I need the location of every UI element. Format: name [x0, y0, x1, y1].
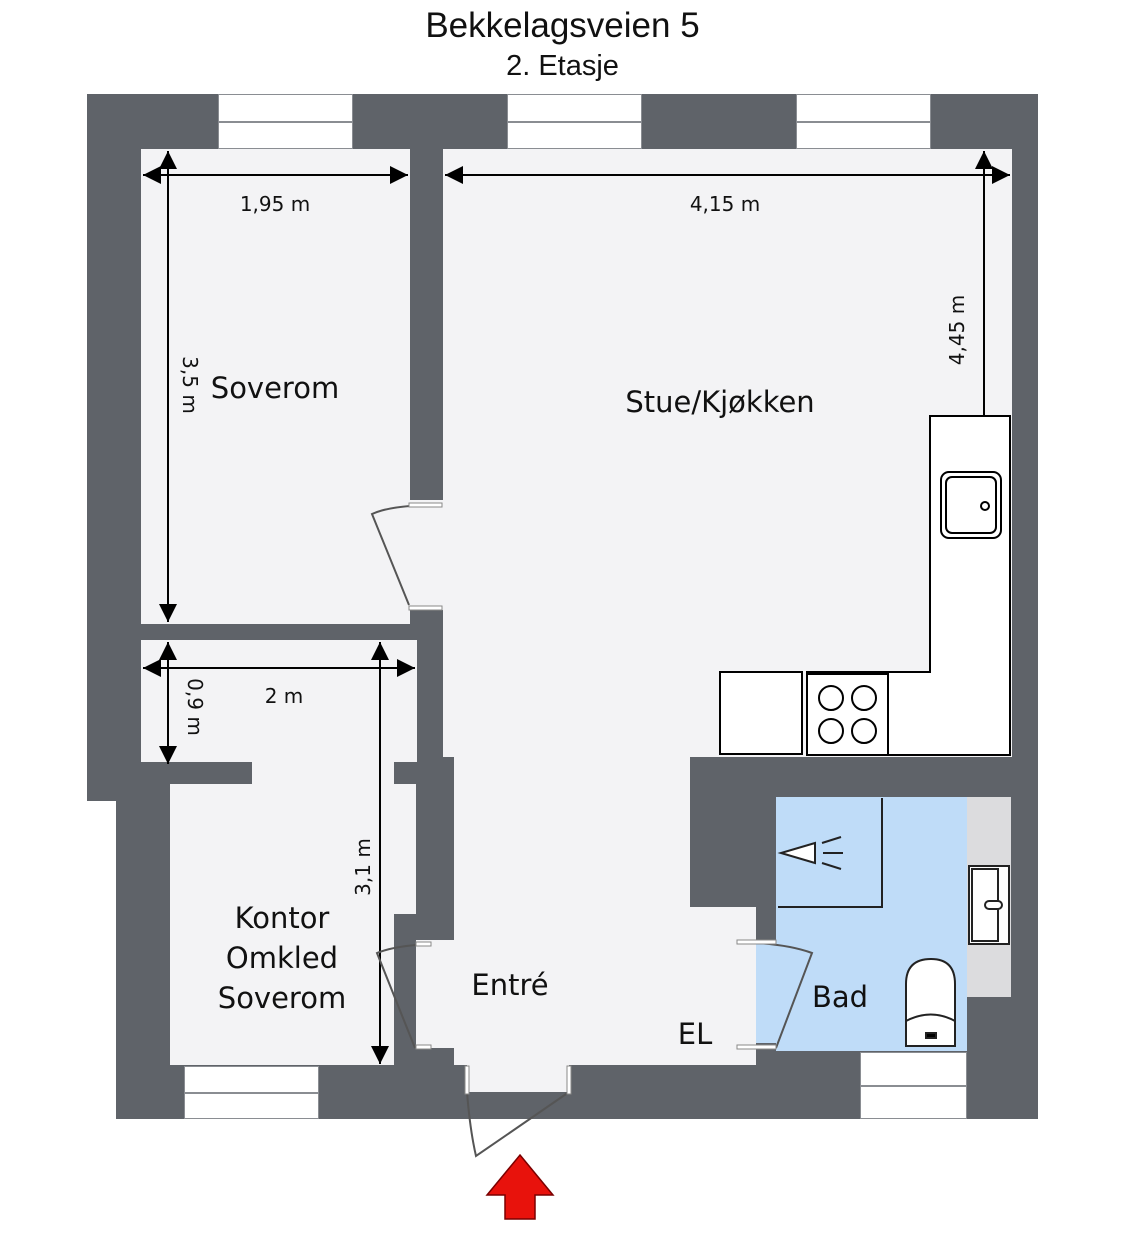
- room-soverom: [141, 149, 410, 624]
- label-entre: Entré: [471, 968, 549, 1002]
- plan-title: Bekkelagsveien 5: [425, 6, 700, 45]
- label-stue-kjokken: Stue/Kjøkken: [625, 385, 815, 419]
- label-kontor-soverom: Soverom: [217, 981, 347, 1015]
- plan-floor-label: 2. Etasje: [506, 50, 619, 82]
- shower-icon: [777, 798, 883, 908]
- entre-door-gap: [467, 1065, 569, 1092]
- room-kontor: [170, 784, 394, 1065]
- label-omkled: Omkled: [225, 941, 339, 975]
- washbasin-icon: [968, 865, 1010, 945]
- dim-closet-length: 0,9 m: [183, 678, 207, 736]
- dim-soverom-width: 1,95 m: [239, 192, 311, 216]
- room-entre: [454, 757, 690, 1065]
- door-entrance: [466, 1091, 570, 1158]
- door-soverom: [370, 505, 411, 606]
- dim-soverom-length: 3,5 m: [178, 356, 202, 414]
- label-kontor: Kontor: [234, 901, 330, 935]
- toilet-icon: [905, 957, 956, 1047]
- window-bad: [860, 1052, 967, 1119]
- stove-icon: [806, 673, 889, 756]
- door-kontor: [375, 944, 417, 1049]
- fridge-icon: [719, 671, 803, 755]
- window-stue-1: [507, 94, 642, 149]
- window-soverom: [218, 94, 353, 149]
- entre-upper: [443, 640, 588, 757]
- dim-stue-length: 4,45 m: [945, 294, 969, 366]
- label-el: EL: [677, 1017, 713, 1051]
- room-kontor-side: [394, 784, 416, 914]
- entrance-arrow-icon: [485, 1153, 555, 1220]
- label-bad: Bad: [811, 980, 869, 1014]
- room-kontor-upper: [252, 757, 394, 787]
- door-gap-soverom: [405, 500, 445, 610]
- dim-kontor-width: 2 m: [264, 684, 304, 708]
- window-stue-2: [796, 94, 931, 149]
- kitchen-counter: [719, 415, 1011, 756]
- dim-kontor-length: 3,1 m: [351, 838, 375, 896]
- label-soverom: Soverom: [210, 371, 340, 405]
- bad-door-gap: [756, 943, 778, 1043]
- dim-stue-width: 4,15 m: [689, 192, 761, 216]
- window-kontor: [184, 1066, 319, 1119]
- entre-right: [690, 907, 756, 1065]
- entre-left: [416, 940, 456, 1048]
